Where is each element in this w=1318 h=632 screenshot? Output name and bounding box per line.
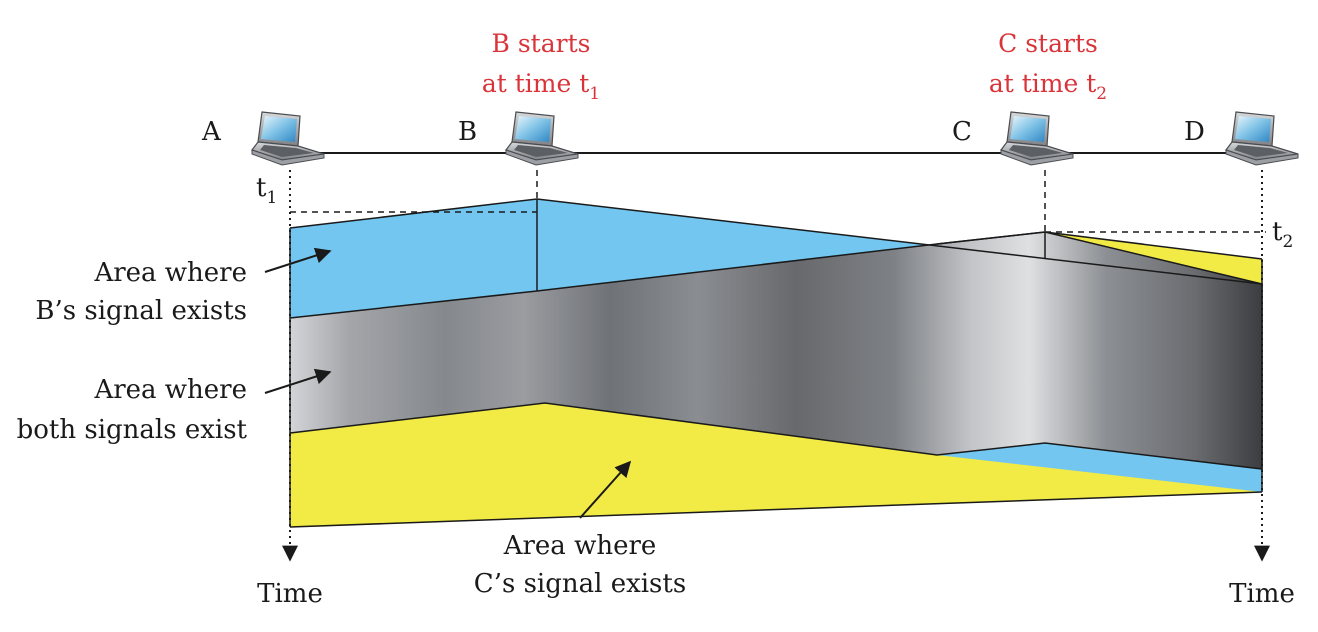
c-signal-region <box>290 403 1262 527</box>
b-start-line1: B starts <box>492 29 591 58</box>
c-start-line1: C starts <box>998 29 1098 58</box>
station-label-d: D <box>1184 117 1205 147</box>
time-axis-left-label: Time <box>257 579 323 609</box>
laptop-icon <box>505 111 579 166</box>
b-region-label-line2: B’s signal exists <box>35 296 247 326</box>
station-label-b: B <box>458 117 477 147</box>
b-signal-region-bottom <box>937 443 1262 492</box>
time-mark-t2: t2 <box>1272 217 1293 252</box>
signal-regions <box>289 198 1263 528</box>
b-start-line2: at time t1 <box>482 69 600 104</box>
laptop-icon <box>1000 111 1074 166</box>
both-region-label-line2: both signals exist <box>17 415 248 445</box>
laptop-icon <box>1225 111 1299 166</box>
c-region-arrow <box>579 460 632 519</box>
region-outline <box>289 491 1263 528</box>
time-mark-t1: t1 <box>256 173 277 208</box>
pointer-arrows <box>264 247 632 519</box>
time-axis-right-label: Time <box>1229 579 1295 609</box>
both-region-arrow <box>264 368 332 394</box>
guide-lines <box>282 170 1270 562</box>
c-region-label-line1: Area where <box>503 531 657 561</box>
c-region-label-line2: C’s signal exists <box>474 569 686 599</box>
b-signal-region <box>290 199 1262 318</box>
station-label-c: C <box>952 117 972 147</box>
c-start-line2: at time t2 <box>989 69 1107 104</box>
laptop-icons <box>251 111 1299 166</box>
both-region-label-line1: Area where <box>93 375 247 405</box>
laptop-icon <box>251 111 325 166</box>
station-label-a: A <box>201 117 222 147</box>
b-region-label-line1: Area where <box>93 258 247 288</box>
b-region-arrow <box>264 247 332 273</box>
